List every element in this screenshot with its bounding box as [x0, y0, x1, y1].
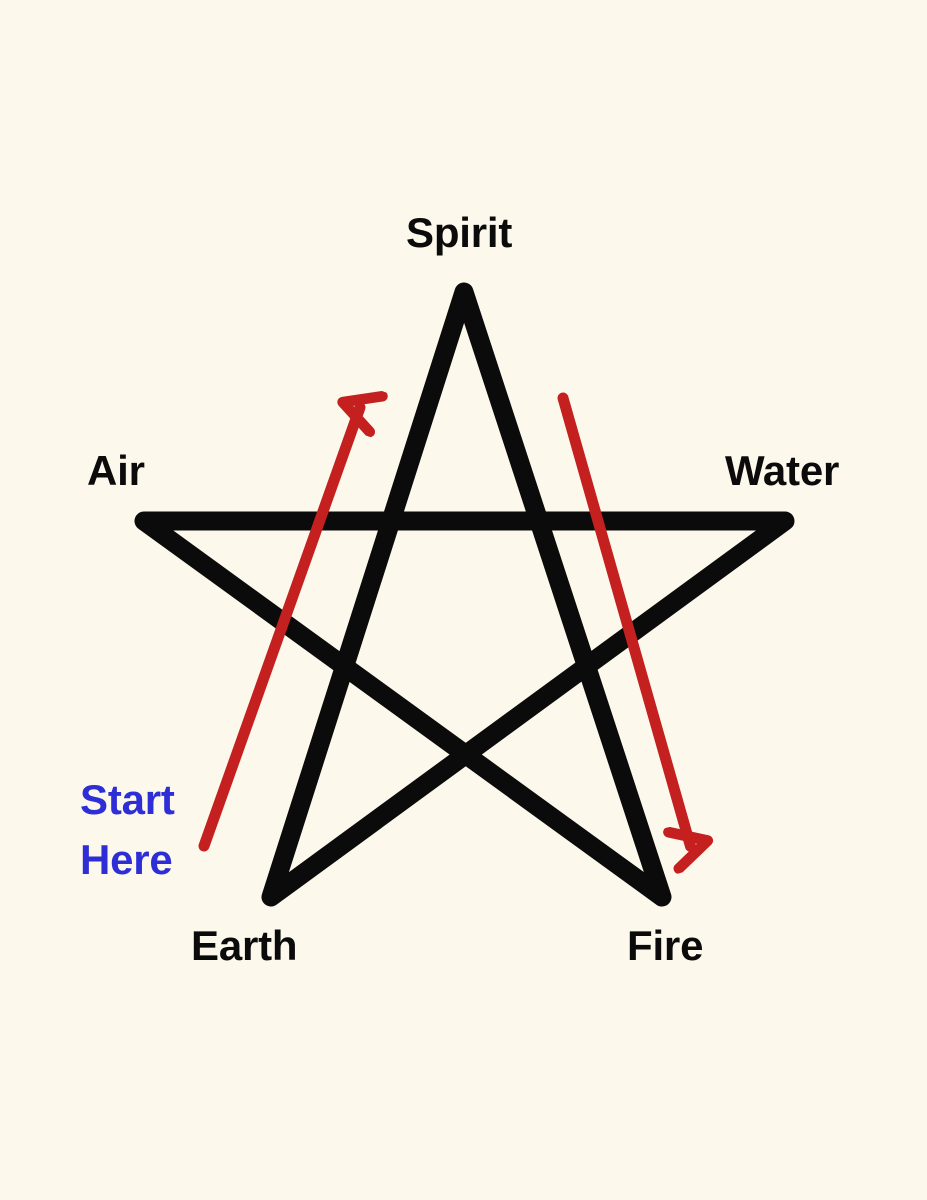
arrow-up-icon: [198, 407, 360, 852]
start-here-annotation: Start Here: [80, 770, 175, 889]
start-here-line-2: Here: [80, 835, 173, 883]
point-label-air: Air: [87, 447, 145, 494]
arrow-down-icon: [557, 392, 691, 846]
pentagram-icon: [134, 282, 795, 907]
point-label-spirit: Spirit: [406, 209, 513, 256]
point-label-water: Water: [725, 447, 840, 494]
start-here-line-1: Start: [80, 776, 175, 823]
point-label-earth: Earth: [191, 922, 298, 969]
point-label-fire: Fire: [627, 922, 704, 969]
